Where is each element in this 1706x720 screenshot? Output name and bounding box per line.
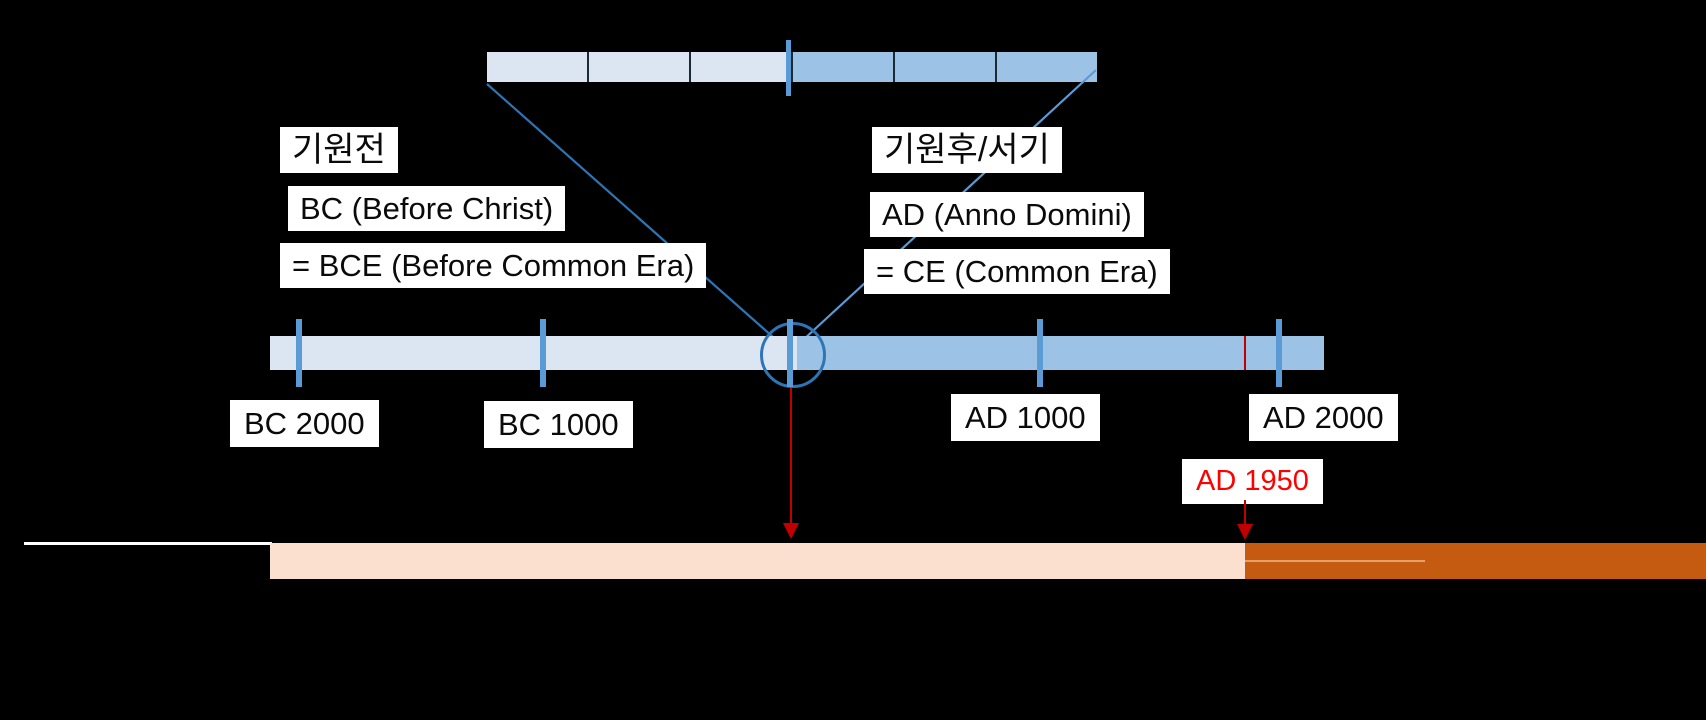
top-bar-segment <box>997 52 1097 82</box>
top-bar-segment <box>895 52 997 82</box>
label-ce-alias: = CE (Common Era) <box>864 249 1170 294</box>
bottom-baseline-rule <box>24 542 272 545</box>
arrow-head-year-zero <box>783 523 799 539</box>
timeline-ad-half <box>797 336 1324 370</box>
top-bar-segment <box>793 52 895 82</box>
top-bar-segment <box>589 52 691 82</box>
label-ad-2000: AD 2000 <box>1249 394 1398 441</box>
label-bc-korean: 기원전 <box>280 127 398 173</box>
label-bc-2000: BC 2000 <box>230 400 379 447</box>
tick-ad-2000 <box>1276 319 1282 387</box>
label-bce-alias: = BCE (Before Common Era) <box>280 243 707 288</box>
label-ad-english: AD (Anno Domini) <box>870 192 1144 237</box>
tick-ad-1950-red <box>1244 336 1246 370</box>
strata-bar <box>270 543 1706 579</box>
label-bc-1000: BC 1000 <box>484 401 633 448</box>
tick-ad-1000 <box>1037 319 1043 387</box>
timeline-bc-half <box>270 336 797 370</box>
strata-pre-1950 <box>270 543 1245 579</box>
tick-bc-2000 <box>296 319 302 387</box>
label-bc-english: BC (Before Christ) <box>288 186 566 231</box>
top-bar-segment <box>691 52 793 82</box>
strata-highlight-line <box>1245 560 1425 562</box>
tick-bc-1000 <box>540 319 546 387</box>
arrow-head-ad-1950 <box>1237 524 1253 540</box>
year-zero-line <box>787 319 793 387</box>
main-timeline-bar <box>270 336 1324 370</box>
arrow-shaft-ad-1950 <box>1244 500 1246 524</box>
arrow-shaft-year-zero <box>790 388 792 523</box>
label-ad-1000: AD 1000 <box>951 394 1100 441</box>
year-zero-circle <box>760 322 826 388</box>
label-ad-korean: 기원후/서기 <box>872 127 1062 173</box>
top-segmented-bar <box>487 52 1097 82</box>
label-ad-1950: AD 1950 <box>1182 459 1323 504</box>
top-bar-segment <box>487 52 589 82</box>
top-bar-era-divider <box>786 40 791 96</box>
